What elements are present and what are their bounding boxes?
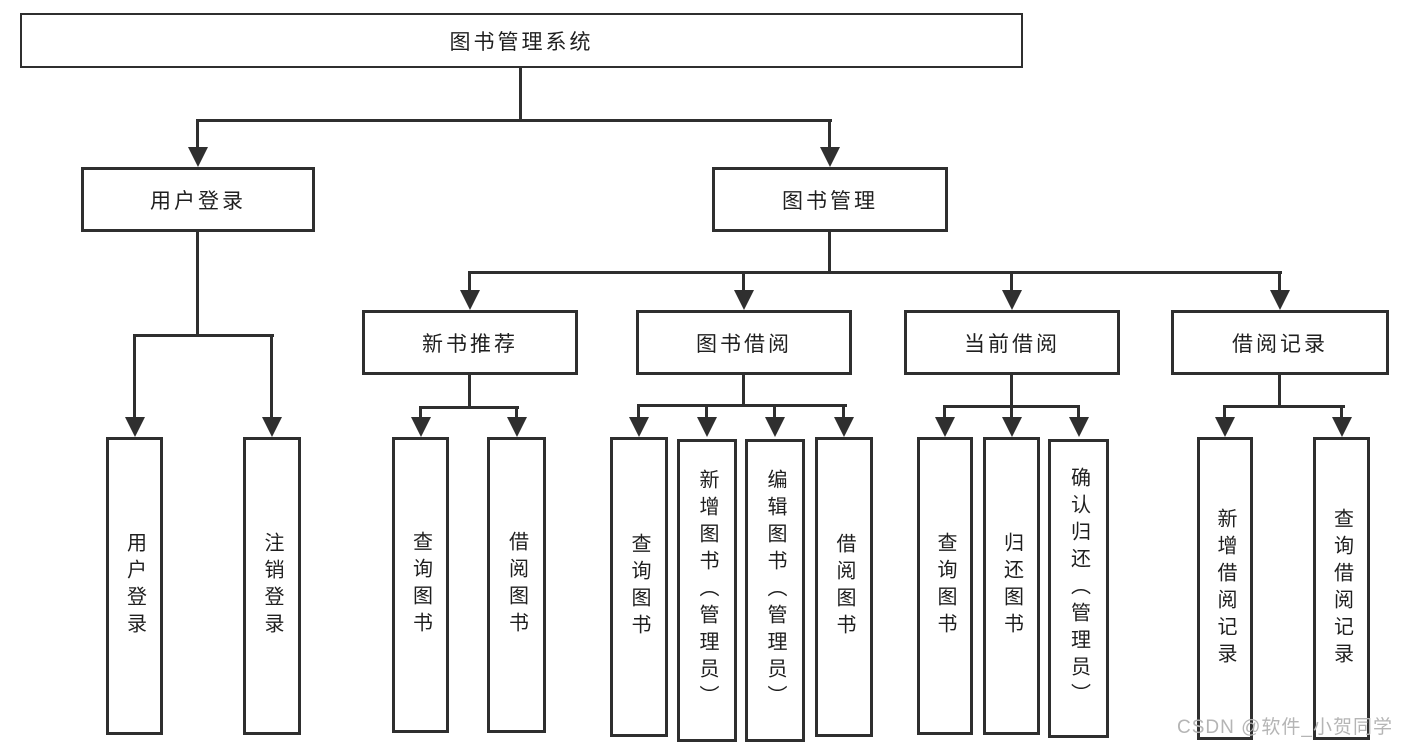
leaf-br-query-record: 查询借阅记录	[1313, 437, 1370, 740]
connector-nbr-rail	[419, 406, 519, 409]
leaf-cb-query-book: 查询图书	[917, 437, 973, 735]
node-user-login: 用户登录	[81, 167, 315, 232]
connector-to-current-borrowing	[1010, 271, 1013, 292]
node-new-book-recommend: 新书推荐	[362, 310, 578, 375]
arrowhead-icon	[935, 417, 955, 437]
arrowhead-icon	[734, 290, 754, 310]
connector-to-bb-edit	[773, 404, 776, 419]
leaf-nbr-query-book: 查询图书	[392, 437, 449, 733]
node-borrowing-records: 借阅记录	[1171, 310, 1389, 375]
connector-user-login-rail	[133, 334, 274, 337]
arrowhead-icon	[411, 417, 431, 437]
connector-book-mgmt-stem	[828, 232, 831, 274]
arrowhead-icon	[765, 417, 785, 437]
leaf-nbr-borrow-book: 借阅图书	[487, 437, 546, 733]
arrowhead-icon	[460, 290, 480, 310]
arrowhead-icon	[188, 147, 208, 167]
connector-bb-rail	[637, 404, 847, 407]
connector-level3-rail	[468, 271, 1282, 274]
arrowhead-icon	[1069, 417, 1089, 437]
connector-to-br-add	[1223, 405, 1226, 419]
csdn-watermark: CSDN @软件_小贺同学	[1177, 717, 1393, 738]
leaf-bb-add-book-admin: 新增图书（管理员）	[677, 439, 737, 742]
connector-to-cb-confirm	[1077, 405, 1080, 419]
arrowhead-icon	[1002, 417, 1022, 437]
connector-user-login-stem	[196, 232, 199, 336]
node-current-borrowing: 当前借阅	[904, 310, 1120, 375]
arrowhead-icon	[1270, 290, 1290, 310]
leaf-bb-borrow-book: 借阅图书	[815, 437, 873, 737]
leaf-cb-return-book: 归还图书	[983, 437, 1040, 735]
arrowhead-icon	[820, 147, 840, 167]
connector-cb-stem	[1010, 375, 1013, 408]
leaf-cb-confirm-return-admin: 确认归还（管理员）	[1048, 439, 1109, 738]
arrowhead-icon	[262, 417, 282, 437]
connector-to-book-management	[828, 119, 831, 148]
connector-root-stem	[519, 68, 522, 121]
connector-to-user-login	[196, 119, 199, 148]
leaf-bb-edit-book-admin: 编辑图书（管理员）	[745, 439, 805, 742]
node-book-borrowing: 图书借阅	[636, 310, 852, 375]
arrowhead-icon	[629, 417, 649, 437]
connector-to-bb-add	[705, 404, 708, 419]
node-library-system: 图书管理系统	[20, 13, 1023, 68]
leaf-logout: 注销登录	[243, 437, 301, 735]
connector-br-rail	[1223, 405, 1345, 408]
leaf-user-login: 用户登录	[106, 437, 163, 735]
arrowhead-icon	[507, 417, 527, 437]
arrowhead-icon	[1002, 290, 1022, 310]
node-book-management: 图书管理	[712, 167, 948, 232]
arrowhead-icon	[1332, 417, 1352, 437]
connector-to-borrowing-records	[1278, 271, 1281, 292]
connector-level1-rail	[196, 119, 832, 122]
connector-br-stem	[1278, 375, 1281, 408]
connector-to-new-book-recommend	[468, 271, 471, 292]
connector-to-br-query	[1340, 405, 1343, 419]
connector-to-bb-query	[637, 404, 640, 419]
connector-to-leaf-logout	[270, 334, 273, 418]
arrowhead-icon	[697, 417, 717, 437]
leaf-bb-query-book: 查询图书	[610, 437, 668, 737]
arrowhead-icon	[834, 417, 854, 437]
arrowhead-icon	[125, 417, 145, 437]
connector-to-nbr-borrow	[515, 406, 518, 419]
connector-to-nbr-query	[419, 406, 422, 419]
connector-to-book-borrowing	[742, 271, 745, 292]
connector-nbr-stem	[468, 375, 471, 409]
connector-to-bb-borrow	[842, 404, 845, 419]
connector-to-cb-return	[1010, 405, 1013, 419]
arrowhead-icon	[1215, 417, 1235, 437]
connector-to-leaf-login	[133, 334, 136, 418]
leaf-br-add-record: 新增借阅记录	[1197, 437, 1253, 740]
connector-to-cb-query	[943, 405, 946, 419]
connector-bb-stem	[742, 375, 745, 407]
